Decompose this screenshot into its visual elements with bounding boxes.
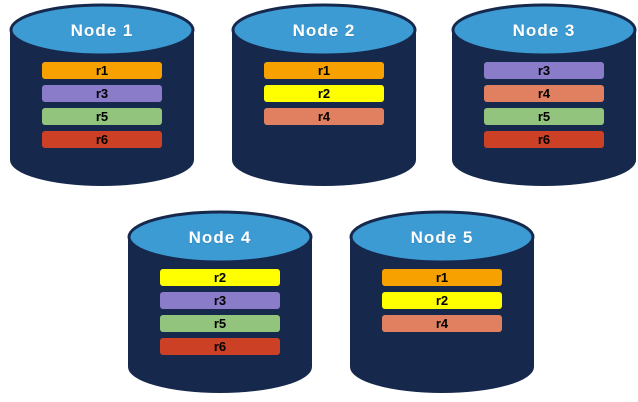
cylinder-top-ellipse <box>127 210 313 264</box>
replica-bar[interactable]: r3 <box>42 85 162 102</box>
replica-bar[interactable]: r2 <box>160 269 280 286</box>
cylinder-top-ellipse <box>349 210 535 264</box>
replica-bar[interactable]: r4 <box>484 85 604 102</box>
replica-stack: r1 r2 r4 <box>382 269 502 332</box>
replica-bar[interactable]: r3 <box>484 62 604 79</box>
replica-bar[interactable]: r6 <box>42 131 162 148</box>
replica-stack: r3 r4 r5 r6 <box>484 62 604 148</box>
replica-bar[interactable]: r4 <box>382 315 502 332</box>
replica-bar[interactable]: r6 <box>160 338 280 355</box>
replica-bar[interactable]: r5 <box>484 108 604 125</box>
replica-bar[interactable]: r3 <box>160 292 280 309</box>
replica-bar[interactable]: r2 <box>264 85 384 102</box>
cylinder-top-ellipse <box>451 3 637 57</box>
replica-bar[interactable]: r5 <box>42 108 162 125</box>
cylinder-top-ellipse <box>231 3 417 57</box>
replica-stack: r1 r2 r4 <box>264 62 384 125</box>
replica-bar[interactable]: r1 <box>42 62 162 79</box>
replica-bar[interactable]: r5 <box>160 315 280 332</box>
replica-stack: r1 r3 r5 r6 <box>42 62 162 148</box>
replica-bar[interactable]: r1 <box>382 269 502 286</box>
replica-bar[interactable]: r1 <box>264 62 384 79</box>
replica-bar[interactable]: r4 <box>264 108 384 125</box>
replica-bar[interactable]: r6 <box>484 131 604 148</box>
replica-stack: r2 r3 r5 r6 <box>160 269 280 355</box>
cylinder-top-ellipse <box>9 3 195 57</box>
replica-bar[interactable]: r2 <box>382 292 502 309</box>
